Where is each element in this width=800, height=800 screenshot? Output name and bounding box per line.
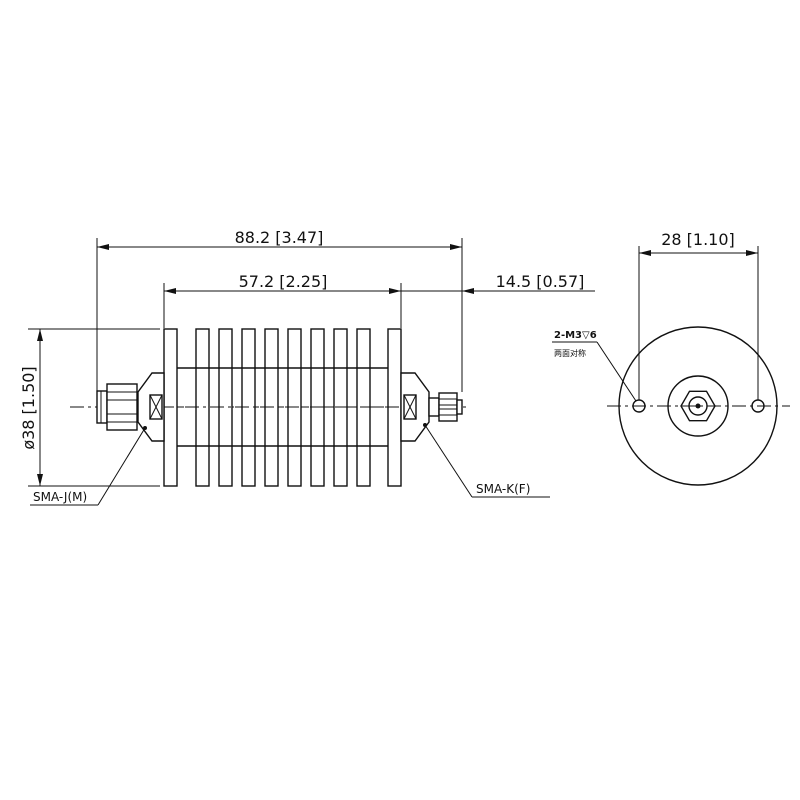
mounting-hole-left [632, 399, 646, 413]
hole-note: 2-M3▽6 [554, 330, 597, 341]
left-hex-nut [137, 372, 165, 442]
left-connector-callout: SMA-J(M) [30, 426, 147, 506]
left-connector [96, 383, 138, 431]
connector-hex [680, 390, 716, 422]
mounting-hole-right [751, 399, 765, 413]
dim-body-length-text: 57.2 [2.25] [239, 272, 328, 291]
right-hex-nut [400, 372, 430, 442]
hole-note-callout: 2-M3▽6 两面对称 [552, 330, 637, 402]
dim-hole-spacing: 28 [1.10] [638, 230, 759, 400]
connector-pin [695, 403, 701, 409]
hole-note-sub: 两面对称 [554, 348, 586, 358]
dim-connector-length-text: 14.5 [0.57] [496, 272, 585, 291]
right-connector [428, 392, 463, 422]
dim-body-length: 57.2 [2.25] [164, 272, 401, 294]
left-connector-label: SMA-J(M) [33, 490, 87, 504]
right-connector-label: SMA-K(F) [476, 482, 530, 496]
side-view: 88.2 [3.47] 57.2 [2.25] 14.5 [0.57] ø38 … [19, 228, 595, 506]
dim-diameter-text: ø38 [1.50] [19, 366, 38, 449]
dim-overall-length-text: 88.2 [3.47] [235, 228, 324, 247]
dim-hole-spacing-text: 28 [1.10] [661, 230, 735, 249]
dim-diameter: ø38 [1.50] [19, 329, 43, 486]
dim-connector-length: 14.5 [0.57] [401, 272, 595, 294]
connector-inner-ring [688, 396, 708, 416]
right-connector-callout: SMA-K(F) [423, 423, 550, 498]
dim-overall-length: 88.2 [3.47] [97, 228, 462, 250]
end-view: 28 [1.10] 2-M3▽6 两面对称 [552, 230, 790, 486]
connector-outer-circle [667, 375, 729, 437]
